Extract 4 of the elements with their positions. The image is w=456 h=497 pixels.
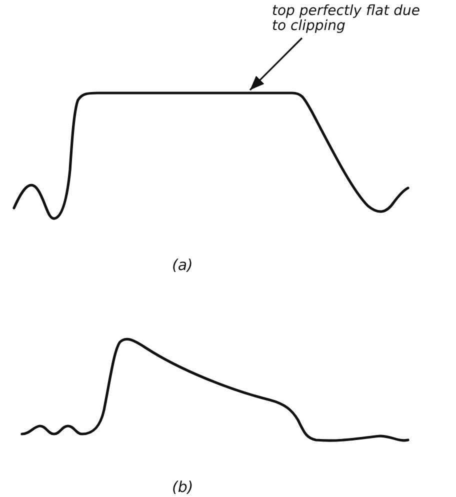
panel-label: (a) <box>172 256 193 274</box>
panel-label: (b) <box>172 478 194 496</box>
annotation-text: top perfectly flat due to clipping <box>272 4 422 38</box>
leader-arrow <box>249 37 303 91</box>
